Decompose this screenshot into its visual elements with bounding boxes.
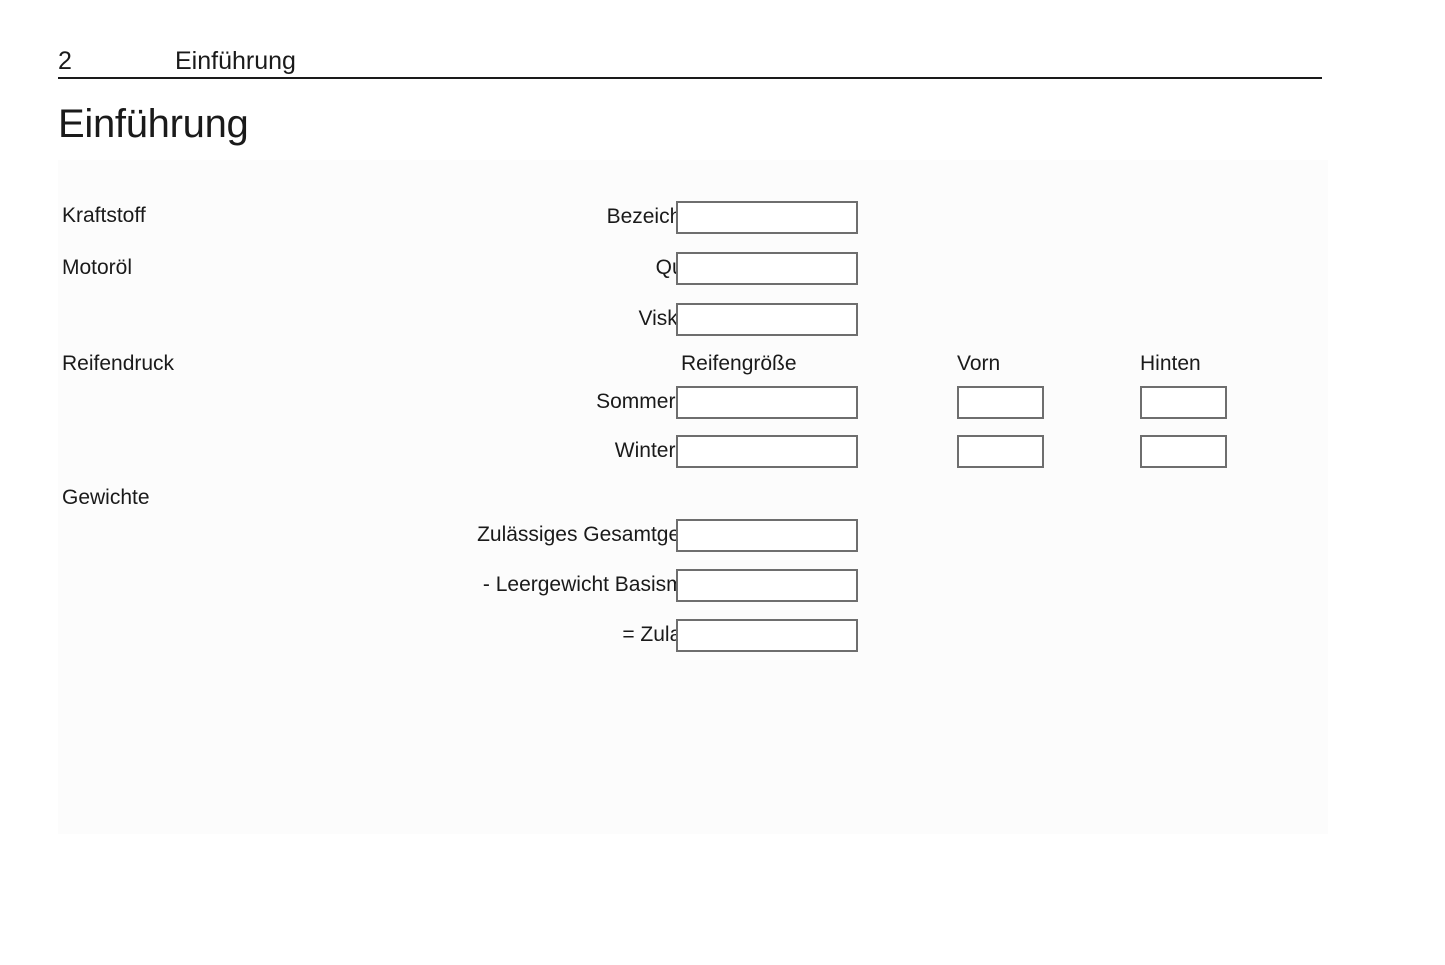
input-viskositaet[interactable]: [676, 303, 858, 336]
input-zulaessiges-gesamtgewicht[interactable]: [676, 519, 858, 552]
header-chapter-name: Einführung: [175, 47, 296, 75]
section-label-motoroel: Motoröl: [62, 256, 133, 279]
input-leergewicht-basismodell[interactable]: [676, 569, 858, 602]
input-zuladung[interactable]: [676, 619, 858, 652]
input-qualitaet[interactable]: [676, 252, 858, 285]
column-header-vorn: Vorn: [957, 352, 1001, 375]
section-label-kraftstoff: Kraftstoff: [62, 204, 146, 227]
column-header-hinten: Hinten: [1140, 352, 1201, 375]
input-winterreifen-reifengroesse[interactable]: [676, 435, 858, 468]
vehicle-data-form-panel: Kraftstoff Motoröl Reifendruck Gewichte …: [58, 160, 1328, 834]
input-winterreifen-vorn[interactable]: [957, 435, 1044, 468]
input-sommerreifen-vorn[interactable]: [957, 386, 1044, 419]
input-sommerreifen-reifengroesse[interactable]: [676, 386, 858, 419]
input-bezeichnung[interactable]: [676, 201, 858, 234]
page-title: Einführung: [58, 102, 249, 146]
section-label-gewichte: Gewichte: [62, 486, 150, 509]
column-header-reifengroesse: Reifengröße: [681, 352, 797, 375]
input-winterreifen-hinten[interactable]: [1140, 435, 1227, 468]
field-label-leergewicht-basismodell: - Leergewicht Basismodell: [482, 573, 728, 596]
section-label-reifendruck: Reifendruck: [62, 352, 175, 375]
field-label-zulaessiges-gesamtgewicht: Zulässiges Gesamtgewicht: [477, 523, 728, 546]
input-sommerreifen-hinten[interactable]: [1140, 386, 1227, 419]
running-header: 2 Einführung: [58, 46, 1322, 80]
header-divider-rule: [58, 77, 1322, 79]
page-number: 2: [58, 47, 72, 75]
